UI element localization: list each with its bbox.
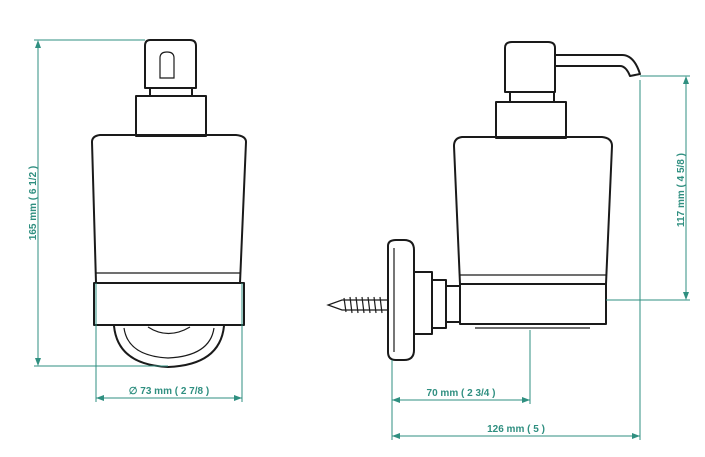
front-bottom-cup bbox=[113, 325, 225, 368]
dim-depth-total-label: 126 mm ( 5 ) bbox=[487, 424, 545, 435]
front-bottom-cup-center bbox=[147, 326, 191, 335]
front-view bbox=[91, 39, 247, 368]
side-pump-collar bbox=[509, 91, 555, 103]
dim-height-total-label: 165 mm ( 6 1/2 ) bbox=[28, 166, 39, 240]
front-pump-slot bbox=[159, 51, 175, 79]
side-wall-plate bbox=[387, 239, 415, 361]
dimension-lines bbox=[34, 39, 690, 440]
front-pump-collar bbox=[149, 87, 193, 97]
front-neck bbox=[135, 95, 207, 137]
dim-height-glass-label: 117 mm ( 4 5/8 ) bbox=[676, 153, 687, 227]
side-screw-thread bbox=[343, 296, 383, 314]
dim-diameter-label: ∅ 73 mm ( 2 7/8 ) bbox=[129, 386, 209, 397]
side-pump-head bbox=[504, 41, 556, 93]
side-glass-body bbox=[453, 136, 613, 285]
side-pump-spout bbox=[554, 54, 641, 77]
front-glass-body bbox=[91, 134, 247, 284]
front-bottom-cup-inner bbox=[123, 327, 215, 359]
side-arm bbox=[445, 285, 461, 323]
side-arm-collar bbox=[431, 279, 447, 329]
side-holder-ring bbox=[459, 283, 607, 325]
dim-wall-to-glass-label: 70 mm ( 2 3/4 ) bbox=[427, 388, 496, 399]
front-pump-cap bbox=[144, 39, 197, 89]
side-neck bbox=[495, 101, 567, 139]
front-holder-ring bbox=[93, 282, 245, 326]
side-view bbox=[326, 41, 641, 361]
side-wall-mount bbox=[413, 271, 433, 335]
